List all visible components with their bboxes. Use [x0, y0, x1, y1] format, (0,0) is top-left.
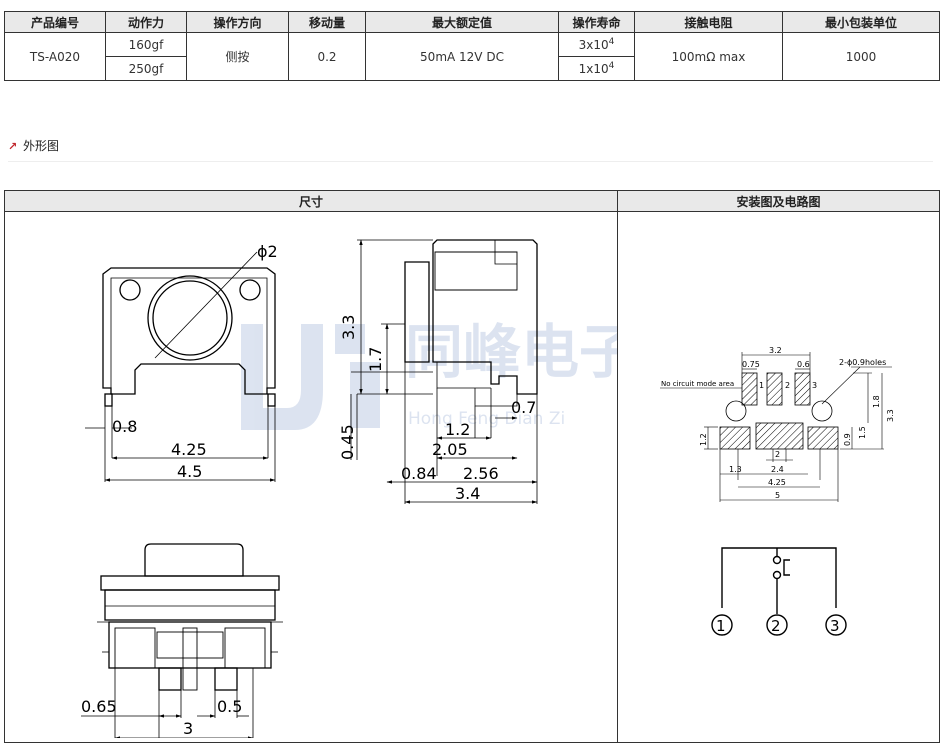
dim-4-25: 4.25: [171, 440, 207, 459]
section-heading: ↗ 外形图: [8, 135, 933, 162]
top-dimension-lines: [85, 406, 276, 482]
cell-pack: 1000: [782, 32, 940, 81]
dim-4-5: 4.5: [177, 462, 202, 481]
dim-3: 3: [183, 719, 193, 738]
circuit-diagram: [711, 547, 847, 636]
watermark: 同峰电子 Hong Feng Dian Zi: [241, 318, 637, 430]
dim-2: 2: [775, 450, 780, 459]
dim-1-2: 1.2: [445, 420, 470, 439]
pin-1-label: 1: [716, 617, 726, 635]
dimension-drawing: 同峰电子 Hong Feng Dian Zi ϕ2: [81, 239, 637, 740]
dim-1-8: 1.8: [872, 395, 881, 408]
header-model: 产品编号: [4, 11, 106, 33]
pin-2-label: 2: [771, 617, 781, 635]
dim-0-75: 0.75: [742, 360, 760, 369]
watermark-text: 同峰电子: [405, 318, 617, 386]
footprint-labels: 3.2 0.75 0.6 2-ϕ0.9holes No circuit mode…: [661, 346, 895, 500]
side-dimension-lines: [350, 239, 538, 504]
header-travel: 移动量: [288, 11, 366, 33]
pin-3-label: 3: [830, 617, 840, 635]
cell-force-2: 250gf: [105, 56, 187, 81]
dim-3-2: 3.2: [769, 346, 782, 355]
dim-phi: ϕ2: [257, 242, 278, 261]
front-view: [97, 543, 283, 691]
dim-2-56: 2.56: [463, 464, 499, 483]
dim-0-45: 0.45: [338, 424, 357, 460]
drawing-table: 尺寸 安装图及电路图 同峰电子 Hong Feng Dian Zi: [4, 190, 940, 743]
dim-0-5: 0.5: [217, 697, 242, 716]
cell-travel: 0.2: [288, 32, 366, 81]
header-force: 动作力: [105, 11, 187, 33]
dim-1-7: 1.7: [366, 347, 385, 372]
footprint-dimension-lines: [660, 352, 892, 502]
dim-2-05: 2.05: [432, 440, 468, 459]
dim-0-65: 0.65: [81, 697, 117, 716]
dim-2-4: 2.4: [771, 465, 784, 474]
cell-force-1: 160gf: [105, 32, 187, 57]
header-pack: 最小包装单位: [782, 11, 940, 33]
header-life: 操作寿命: [558, 11, 635, 33]
watermark-subtext: Hong Feng Dian Zi: [408, 409, 565, 429]
dim-1-2-fp: 1.2: [699, 433, 708, 446]
dim-0-7: 0.7: [511, 398, 536, 417]
spec-header-row: 产品编号 动作力 操作方向 移动量 最大额定值 操作寿命 接触电阻 最小包装单位: [4, 11, 940, 33]
spec-table: 产品编号 动作力 操作方向 移动量 最大额定值 操作寿命 接触电阻 最小包装单位…: [4, 11, 940, 81]
spec-row-1: TS-A020 160gf 侧按 0.2 50mA 12V DC 3x104 1…: [4, 32, 940, 81]
dim-3-4: 3.4: [455, 484, 480, 503]
dim-3-3: 3.3: [339, 315, 358, 340]
cell-life-1: 3x104: [558, 32, 635, 57]
dim-0-9: 0.9: [843, 433, 852, 446]
spec-row-2: 250gf 1x104: [5, 56, 940, 81]
pad-2-label: 2: [785, 381, 790, 390]
dim-1-3: 1.3: [729, 465, 742, 474]
header-resistance: 接触电阻: [634, 11, 783, 33]
dim-3-3-fp: 3.3: [886, 409, 895, 422]
dim-1-5: 1.5: [858, 426, 867, 439]
no-circuit-label: No circuit mode area: [661, 380, 734, 388]
header-rating: 最大额定值: [365, 11, 559, 33]
section-title: 外形图: [23, 139, 60, 153]
dim-holes: 2-ϕ0.9holes: [839, 358, 886, 367]
dim-4-25-fp: 4.25: [768, 478, 786, 487]
cell-direction: 侧按: [186, 32, 289, 81]
cell-life-2: 1x104: [558, 56, 635, 81]
cell-model: TS-A020: [4, 32, 106, 81]
dim-0-84: 0.84: [401, 464, 437, 483]
dim-0-8: 0.8: [112, 417, 137, 436]
header-mounting: 安装图及电路图: [617, 190, 940, 212]
pad-1-label: 1: [759, 381, 764, 390]
side-view: [404, 239, 538, 407]
header-dimensions: 尺寸: [4, 190, 618, 212]
mounting-cell: 3.2 0.75 0.6 2-ϕ0.9holes No circuit mode…: [617, 211, 940, 743]
cell-resistance: 100mΩ max: [634, 32, 783, 81]
cell-rating: 50mA 12V DC: [365, 32, 559, 81]
top-view: [102, 251, 276, 407]
dimension-cell: 同峰电子 Hong Feng Dian Zi ϕ2: [4, 211, 637, 743]
footprint: [719, 372, 839, 450]
dim-0-6: 0.6: [797, 360, 810, 369]
dim-5: 5: [775, 491, 780, 500]
pad-3-label: 3: [812, 381, 817, 390]
header-direction: 操作方向: [186, 11, 289, 33]
arrow-icon: ↗: [8, 140, 18, 153]
mounting-drawing: 3.2 0.75 0.6 2-ϕ0.9holes No circuit mode…: [660, 346, 895, 636]
